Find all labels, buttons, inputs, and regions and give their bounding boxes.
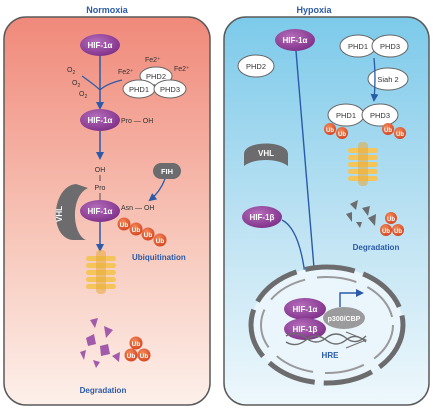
- fih-label: FIH: [161, 167, 173, 176]
- proteasome-right: [348, 142, 378, 186]
- arrow-o2-in: [81, 75, 101, 91]
- siah2-protein: Siah 2: [367, 67, 409, 91]
- asn-oh-label: Asn — OH: [121, 205, 154, 212]
- fe-label-c: Fe2⁺: [174, 66, 190, 73]
- hif1a-top-label: HIF-1α: [88, 41, 113, 50]
- ub-label: Ub: [384, 128, 392, 134]
- phd3-ub-label: PHD3: [370, 111, 390, 120]
- ub-tag: [117, 217, 131, 231]
- ub-label: Ub: [387, 217, 395, 223]
- pro-oh-label: Pro — OH: [121, 118, 153, 125]
- phd-pair-top: PHD1 PHD3: [339, 34, 409, 58]
- free-ub-right: Ub Ub Ub: [380, 212, 404, 236]
- p300-cbp: p300/CBP: [323, 307, 365, 329]
- ub-tag: [129, 222, 143, 236]
- arrow-phd-in: [99, 79, 123, 91]
- hif1b-nucleus: HIF-1β: [284, 318, 326, 340]
- ub-label: Ub: [382, 229, 390, 235]
- hypoxia-title: Hypoxia: [296, 5, 332, 15]
- ubiquitination-label: Ubiquitination: [132, 253, 186, 262]
- hif1a-ubiquitinated: HIF-1α Asn — OH: [80, 200, 154, 222]
- degradation-label-left: Degradation: [80, 386, 127, 395]
- phd2-label: PHD2: [146, 72, 166, 81]
- phd3-label: PHD3: [160, 85, 180, 94]
- ub-label: Ub: [120, 222, 129, 229]
- ub-label: Ub: [394, 229, 402, 235]
- ub-chain-left: Ub Ub Ub Ub: [117, 217, 167, 247]
- degraded-fragments-right: [346, 200, 376, 228]
- degraded-fragments-left: [80, 318, 120, 368]
- fe-label-b: Fe2⁺: [118, 69, 134, 76]
- hif1b-cytoplasm: HIF-1β: [242, 206, 282, 228]
- phd1-label: PHD1: [129, 85, 149, 94]
- phd2-right: PHD2: [237, 54, 275, 78]
- phd1-top-label: PHD1: [348, 42, 368, 51]
- phd-cluster-left: PHD2 PHD1 PHD3: [122, 66, 187, 99]
- hif1a-hydrox-label: HIF-1α: [88, 116, 113, 125]
- hif1b-nuc-label: HIF-1β: [293, 325, 318, 334]
- hif1a-ubq-label: HIF-1α: [88, 207, 113, 216]
- phd2-right-label: PHD2: [246, 62, 266, 71]
- ub-label: Ub: [127, 353, 136, 360]
- o2-label-a: O2: [67, 67, 75, 76]
- p300-label: p300/CBP: [328, 316, 361, 323]
- fe-label-a: Fe2⁺: [145, 57, 161, 64]
- proteasome-left: [86, 250, 116, 294]
- pro-label: Pro: [95, 185, 106, 192]
- hif1a-top-right: HIF-1α: [275, 29, 315, 51]
- arrow-fih-to-asn: [148, 178, 166, 202]
- arrow-siah2-ub: [370, 57, 379, 102]
- phd1-ub-label: PHD1: [336, 111, 356, 120]
- fih-protein: FIH: [153, 163, 181, 179]
- ub-tags-phd: Ub Ub Ub Ub: [324, 123, 406, 139]
- oh-label: OH: [95, 167, 106, 174]
- phd3-top-label: PHD3: [380, 42, 400, 51]
- hypoxia-panel: Hypoxia HIF-1α PHD2 PHD1 PHD3 Siah 2 PHD…: [223, 5, 430, 406]
- ub-label: Ub: [144, 232, 153, 239]
- nucleus: [248, 264, 406, 386]
- ub-label: Ub: [156, 238, 165, 245]
- ub-label: Ub: [132, 341, 141, 348]
- ub-tag: [141, 227, 155, 241]
- vhl-complex-right: VHL: [244, 143, 288, 166]
- degradation-label-right: Degradation: [353, 243, 400, 252]
- ub-label: Ub: [338, 132, 346, 138]
- dna-helix: [285, 331, 368, 349]
- ub-label: Ub: [140, 353, 149, 360]
- siah2-label: Siah 2: [377, 75, 398, 84]
- hif1a-nucleus: HIF-1α: [284, 298, 326, 320]
- vhl-label-right: VHL: [258, 149, 274, 158]
- hif1a-top-right-label: HIF-1α: [283, 36, 308, 45]
- normoxia-title: Normoxia: [86, 5, 129, 15]
- hif1b-label: HIF-1β: [250, 213, 275, 222]
- hif1a-top: HIF-1α: [80, 34, 120, 56]
- ub-label: Ub: [326, 128, 334, 134]
- ub-label: Ub: [132, 227, 141, 234]
- o2-label-b: O2: [72, 80, 80, 89]
- arrow-transcription: [339, 289, 364, 307]
- ub-tag: [153, 233, 167, 247]
- normoxia-panel: Normoxia HIF-1α O2 O2 O2 Fe2⁺ Fe2⁺ Fe2⁺ …: [3, 5, 211, 406]
- ub-label: Ub: [396, 132, 404, 138]
- free-ub-left: Ub Ub Ub: [124, 336, 151, 362]
- hif1a-hydroxylated: HIF-1α Pro — OH: [80, 109, 153, 131]
- hif1a-nuc-label: HIF-1α: [293, 305, 318, 314]
- arrow-hif1a-to-nucleus: [295, 50, 320, 294]
- vhl-complex-left: VHL: [55, 184, 88, 240]
- vhl-label-left: VHL: [55, 206, 64, 222]
- phd-pair-ub: PHD1 PHD3: [327, 103, 399, 127]
- hre-label: HRE: [322, 351, 340, 360]
- o2-label-c: O2: [79, 91, 87, 100]
